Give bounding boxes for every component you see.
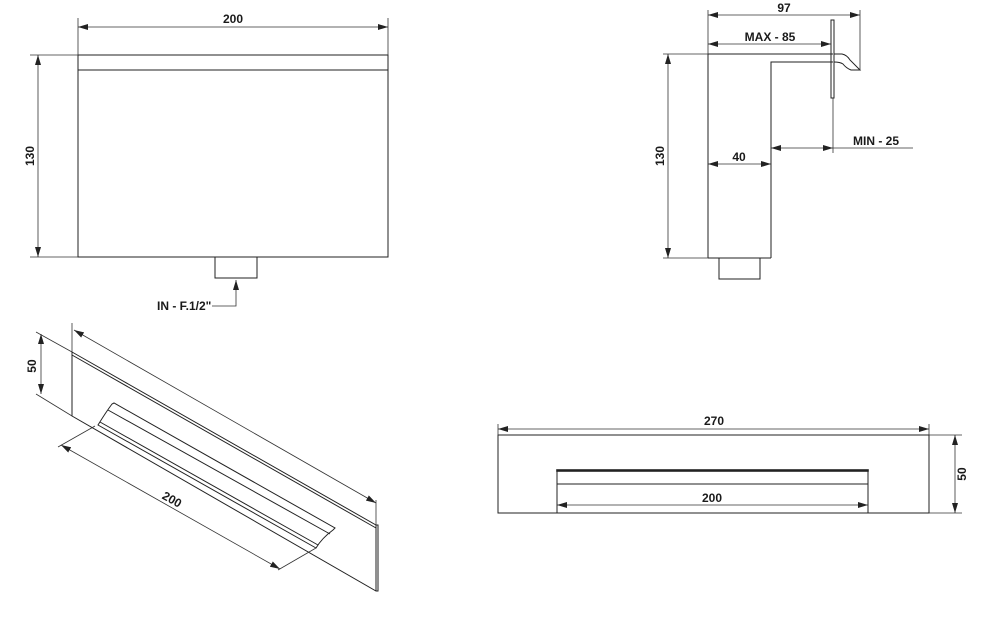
depth-dimension: 40 [732,150,746,164]
height-dimension: 50 [25,359,39,373]
spout-dimension-line [60,444,281,570]
depth-dimension: 50 [955,467,969,481]
wall-plate [71,351,379,592]
inlet-connector [718,257,761,280]
spout-top-edge [556,469,869,472]
spout-body-outline [77,54,389,258]
width-dimension: 200 [223,12,243,26]
wall-plate-outline [497,434,930,514]
plate-dimension-line [73,329,377,504]
overall-dimension: 97 [777,1,791,15]
side-view: 97 MAX - 85 MIN - 25 40 130 [653,1,913,280]
height-dimension: 130 [653,146,667,166]
spout-dimension: 200 [702,491,722,505]
plate-dimension: 270 [704,414,724,428]
min-dimension: MIN - 25 [853,134,899,148]
inlet-label: IN - F.1/2" [157,299,211,313]
top-view: 270 200 50 [497,414,969,514]
spout-body-inner [770,61,833,258]
inlet-leader [212,280,239,307]
height-dimension: 130 [23,146,37,166]
front-view: 200 130 IN - F.1/2" [23,12,389,313]
isometric-view: 50 200 [25,323,379,592]
max-dimension: MAX - 85 [745,30,796,44]
spout-tip [833,53,862,71]
spout-dimension: 200 [160,488,185,510]
inlet-connector [214,256,258,279]
wall-plate [830,19,835,99]
